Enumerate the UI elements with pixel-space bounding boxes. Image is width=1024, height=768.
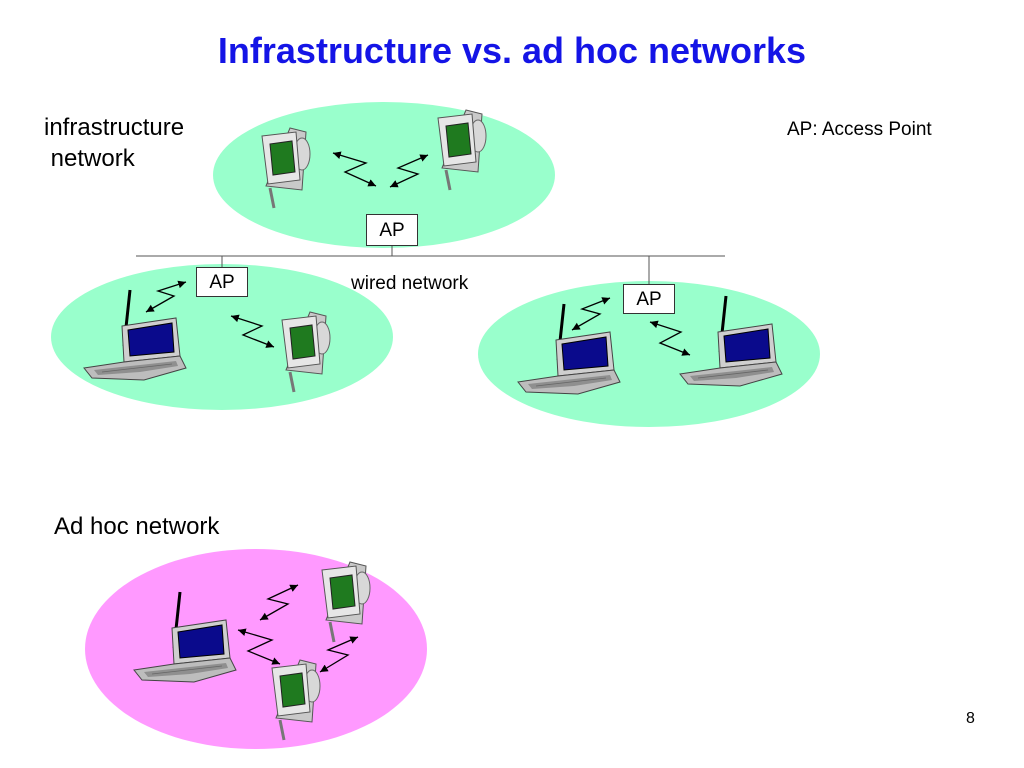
wireless-link-icon xyxy=(237,628,281,665)
infrastructure-label-line-2: network xyxy=(44,145,135,172)
infrastructure-network-label: infrastructure network xyxy=(44,112,184,174)
adhoc-network-label: Ad hoc network xyxy=(54,513,220,540)
wireless-link-icon xyxy=(230,314,275,348)
access-point-top: AP xyxy=(366,214,418,246)
wireless-link-icon xyxy=(332,151,377,187)
infrastructure-label-line-1: infrastructure xyxy=(44,114,185,141)
wired-network-label: wired network xyxy=(351,273,469,294)
wireless-link-icon xyxy=(319,636,359,673)
access-point-right: AP xyxy=(623,284,675,314)
page-number: 8 xyxy=(966,710,975,727)
wired-network xyxy=(136,246,725,284)
wireless-link-icon xyxy=(649,320,691,356)
wireless-link-icon xyxy=(259,584,299,621)
ap-legend: AP: Access Point xyxy=(787,119,932,140)
wireless-link-icon xyxy=(389,154,429,188)
adhoc-cell xyxy=(85,549,427,749)
wireless-link-icon xyxy=(571,297,611,331)
access-point-left: AP xyxy=(196,267,248,297)
slide-title: Infrastructure vs. ad hoc networks xyxy=(217,30,807,71)
wireless-link-icon xyxy=(145,280,187,313)
